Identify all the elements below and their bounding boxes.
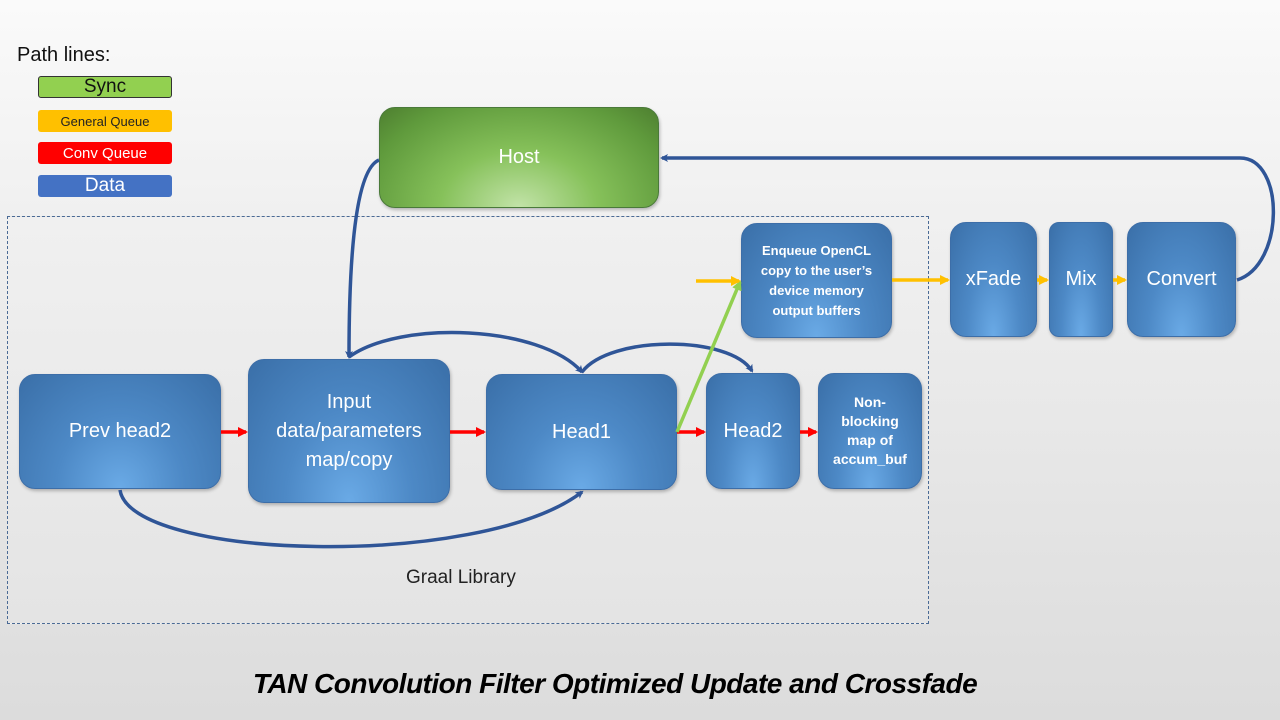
head2-node: Head2 bbox=[706, 373, 800, 489]
head2-label: Head2 bbox=[723, 419, 783, 442]
host-label: Host bbox=[498, 146, 540, 168]
host-node: Host bbox=[379, 107, 659, 208]
head1-label: Head1 bbox=[552, 420, 611, 443]
enqueue-copy-label: Enqueue OpenCL copy to the user’s device… bbox=[760, 242, 873, 318]
legend-sync: Sync bbox=[38, 76, 172, 98]
input-label: Input data/parameters map/copy bbox=[276, 390, 422, 471]
xfade-label: xFade bbox=[965, 268, 1022, 290]
legend-conv-queue: Conv Queue bbox=[38, 142, 172, 164]
prev-head2-node: Prev head2 bbox=[19, 374, 221, 489]
legend-general-queue: General Queue bbox=[38, 110, 172, 132]
graal-library-label: Graal Library bbox=[406, 567, 516, 588]
xfade-node: xFade bbox=[950, 222, 1037, 337]
legend-title: Path lines: bbox=[17, 44, 111, 66]
nonblocking-map-node: Non- blocking map of accum_buf bbox=[818, 373, 922, 489]
input-node: Input data/parameters map/copy bbox=[248, 359, 450, 503]
convert-label: Convert bbox=[1146, 268, 1217, 290]
mix-label: Mix bbox=[1065, 268, 1097, 290]
head1-node: Head1 bbox=[486, 374, 677, 490]
mix-node: Mix bbox=[1049, 222, 1113, 337]
nonblocking-map-label: Non- blocking map of accum_buf bbox=[833, 394, 907, 467]
enqueue-copy-node: Enqueue OpenCL copy to the user’s device… bbox=[741, 223, 892, 338]
convert-node: Convert bbox=[1127, 222, 1236, 337]
legend-data: Data bbox=[38, 175, 172, 197]
prev-head2-label: Prev head2 bbox=[68, 420, 172, 442]
page-title: TAN Convolution Filter Optimized Update … bbox=[252, 668, 978, 699]
